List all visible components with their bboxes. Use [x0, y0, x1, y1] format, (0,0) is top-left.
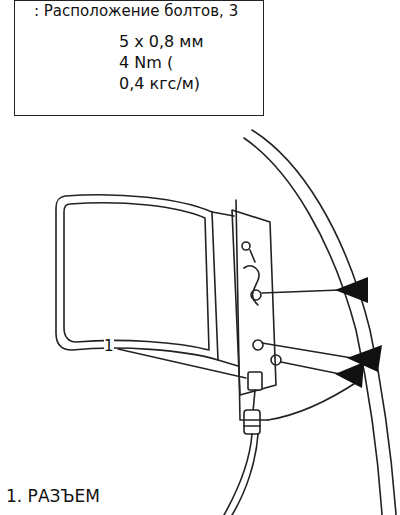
caption-key: 1. РАЗЪЕМ: [6, 487, 100, 507]
spec-text: 0,4 кгс/м): [119, 75, 200, 93]
callout-number: 1: [104, 338, 114, 355]
legend-text: : Расположение болтов, 3: [34, 3, 238, 20]
spec-text: 5 x 0,8 мм: [119, 33, 204, 51]
spec-text: 4 Nm (: [119, 54, 173, 72]
